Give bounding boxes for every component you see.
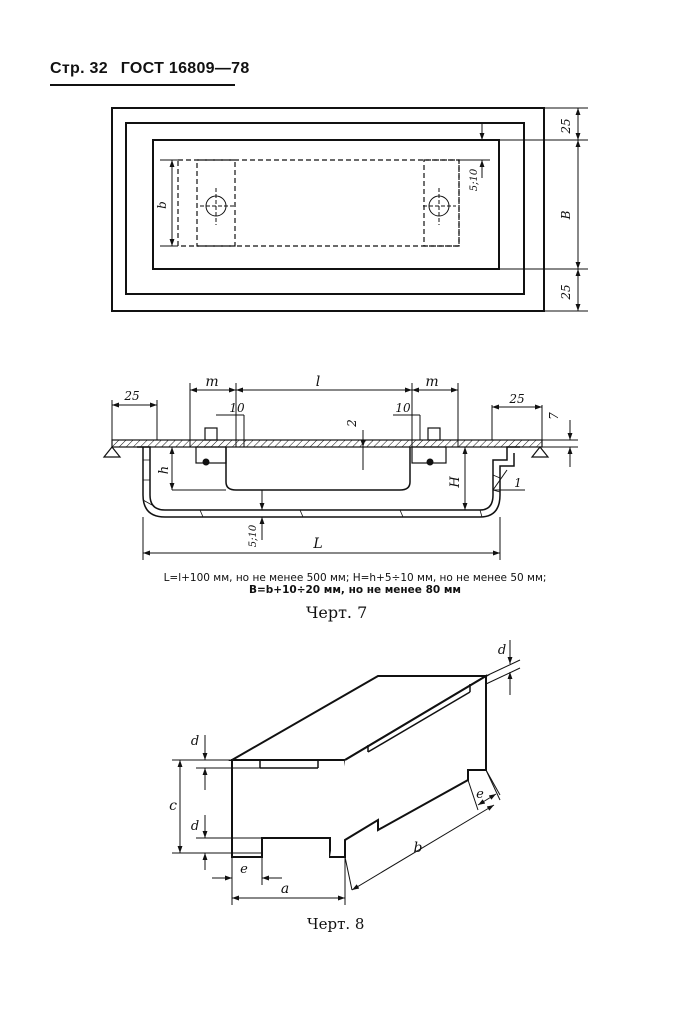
fig7-h: h — [157, 466, 172, 474]
tray-inner — [142, 447, 515, 518]
figure-8-block — [228, 674, 490, 858]
tray-hatch — [142, 459, 501, 518]
fig8-a: a — [281, 881, 289, 897]
fig8-c: c — [169, 798, 177, 814]
fig7-L: L — [312, 536, 322, 552]
fig8-e-right: e — [476, 787, 484, 802]
note-line-1: L=l+100 мм, но не менее 500 мм; H=h+5÷10… — [163, 572, 547, 584]
fig7-ten-left: 10 — [229, 401, 245, 415]
figure-6-labels: 25 B 25 b 5;10 — [155, 118, 573, 300]
dimension-lines — [160, 107, 588, 312]
fig7-one: 1 — [514, 476, 522, 490]
inner-frame — [152, 139, 500, 270]
left-clamp — [195, 446, 227, 464]
fig8-d-bottom: d — [191, 819, 199, 834]
fig7-offset: 5;10 — [248, 524, 259, 547]
right-bolt-head — [427, 427, 441, 441]
fig7-dimension-lines — [111, 383, 578, 560]
outer-frame — [111, 107, 545, 312]
figure-7-caption: Черт. 7 — [306, 603, 368, 622]
fig7-thickness: 7 — [547, 412, 561, 420]
fig6-offset: 5;10 — [469, 168, 480, 191]
right-nut — [426, 458, 434, 466]
page-number: Стр. 32 — [50, 60, 108, 77]
left-bolt-head — [204, 427, 218, 441]
fig6-top-margin: 25 — [559, 118, 573, 134]
fig7-H: H — [448, 476, 463, 489]
page-header: Стр. 32 ГОСТ 16809—78 — [50, 60, 249, 86]
figure-8-dimension-lines — [172, 640, 521, 905]
inner-part — [225, 447, 411, 491]
fig6-width-B: B — [559, 210, 573, 220]
fig7-right-margin: 25 — [508, 392, 524, 406]
figure-7-section — [102, 383, 578, 560]
top-plate — [111, 439, 543, 448]
figure-7-note: L=l+100 мм, но не менее 500 мм; H=h+5÷10… — [55, 572, 655, 596]
fig7-ten-right: 10 — [395, 401, 411, 415]
fig7-two: 2 — [345, 419, 359, 428]
hidden-outline — [177, 159, 460, 247]
standard-number: ГОСТ 16809—78 — [120, 60, 250, 77]
fig6-pitch-b: b — [155, 201, 169, 209]
note-line-2: B=b+10÷20 мм, но не менее 80 мм — [248, 584, 462, 596]
fig6-bottom-margin: 25 — [559, 284, 573, 300]
fig7-l: l — [316, 374, 320, 390]
fig7-m-left: m — [205, 374, 218, 390]
figure-7-labels: 25 m l m 10 10 25 7 2 h H 1 5;10 L — [123, 374, 561, 552]
fig8-b: b — [414, 840, 423, 856]
right-support — [530, 446, 550, 458]
block-front-face — [231, 759, 346, 858]
bolt-holes — [200, 188, 456, 225]
left-support — [102, 446, 122, 458]
fig7-m-right: m — [425, 374, 438, 390]
fig8-d-top: d — [191, 734, 199, 749]
figure-8-caption: Черт. 8 — [307, 915, 365, 933]
fig7-left-margin: 25 — [123, 389, 139, 403]
middle-frame — [125, 122, 525, 295]
figure-6-plan — [111, 107, 588, 312]
left-nut — [202, 458, 210, 466]
fig8-e-left: e — [240, 862, 248, 877]
fig8-d-right: d — [498, 643, 506, 658]
figure-8-labels: d c d e a b e d — [169, 643, 506, 897]
